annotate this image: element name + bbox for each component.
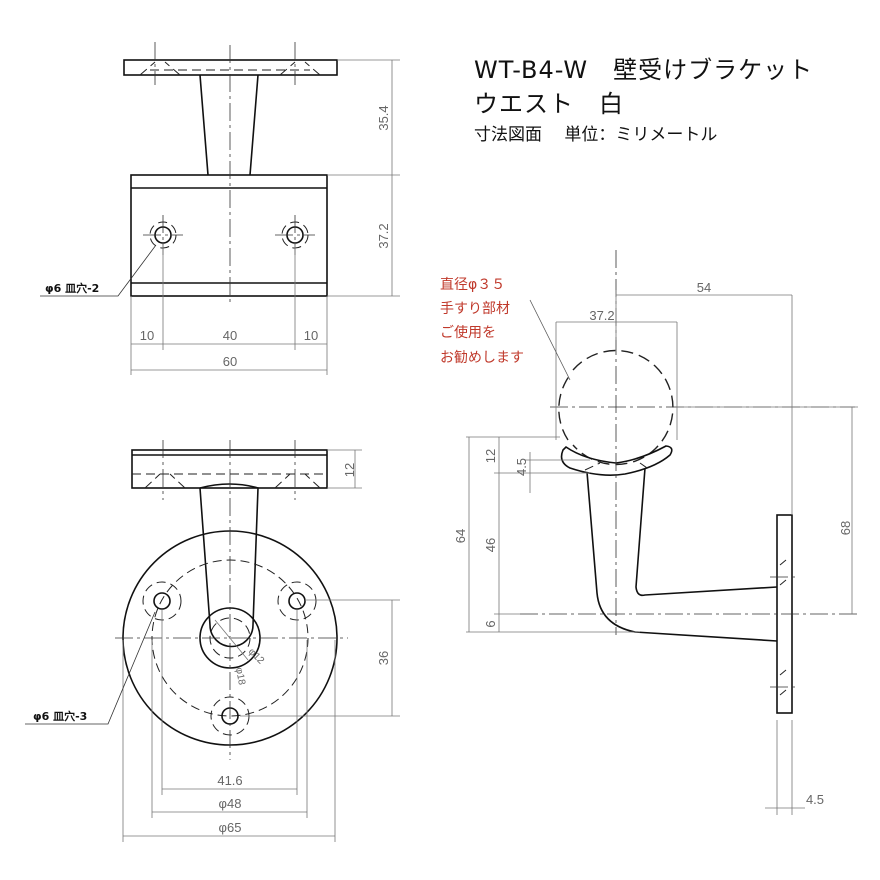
hole-label-3: φ6 皿穴-3 — [33, 709, 87, 723]
dim-36: 36 — [376, 651, 391, 665]
dim-60: 60 — [223, 354, 237, 369]
dim-10-left: 10 — [140, 328, 154, 343]
dim-37-2-rail: 37.2 — [589, 308, 614, 323]
dim-phi12: φ12 — [246, 646, 267, 667]
top-view: 35.4 37.2 10 40 10 60 φ6 皿穴-2 — [40, 42, 400, 375]
dim-12-saddle: 12 — [483, 449, 498, 463]
side-view: 54 37.2 68 64 12 4.5 46 6 4.5 — [453, 250, 860, 815]
dim-35-4: 35.4 — [376, 105, 391, 130]
dim-54: 54 — [697, 280, 711, 295]
dim-4-5-saddle: 4.5 — [514, 458, 529, 476]
dim-4-5-plate: 4.5 — [806, 792, 824, 807]
dim-10-right: 10 — [304, 328, 318, 343]
note-line-2: 手すり部材 — [440, 301, 510, 317]
dim-68: 68 — [838, 521, 853, 535]
dim-phi65: φ65 — [219, 820, 242, 835]
product-title: WT-B4-W 壁受けブラケット — [474, 56, 814, 84]
note-line-1: 直径φ３５ — [440, 277, 506, 293]
dim-6: 6 — [483, 620, 498, 627]
dim-phi48: φ48 — [219, 796, 242, 811]
dim-64: 64 — [453, 529, 468, 543]
dim-40: 40 — [223, 328, 237, 343]
dim-phi18: φ18 — [233, 667, 247, 687]
product-color: ウエスト 白 — [474, 90, 624, 118]
dim-12-plate: 12 — [342, 463, 357, 477]
dim-37-2: 37.2 — [376, 223, 391, 248]
dim-41-6: 41.6 — [217, 773, 242, 788]
front-view: 12 36 41.6 φ48 φ65 φ12 φ18 φ6 皿穴-3 — [25, 440, 400, 842]
note-line-4: お勧めします — [440, 350, 524, 366]
drawing-subtitle: 寸法図面 単位：ミリメートル — [474, 125, 718, 145]
note-line-3: ご使用を — [440, 325, 496, 341]
hole-label-2: φ6 皿穴-2 — [45, 281, 99, 295]
dim-46: 46 — [483, 538, 498, 552]
